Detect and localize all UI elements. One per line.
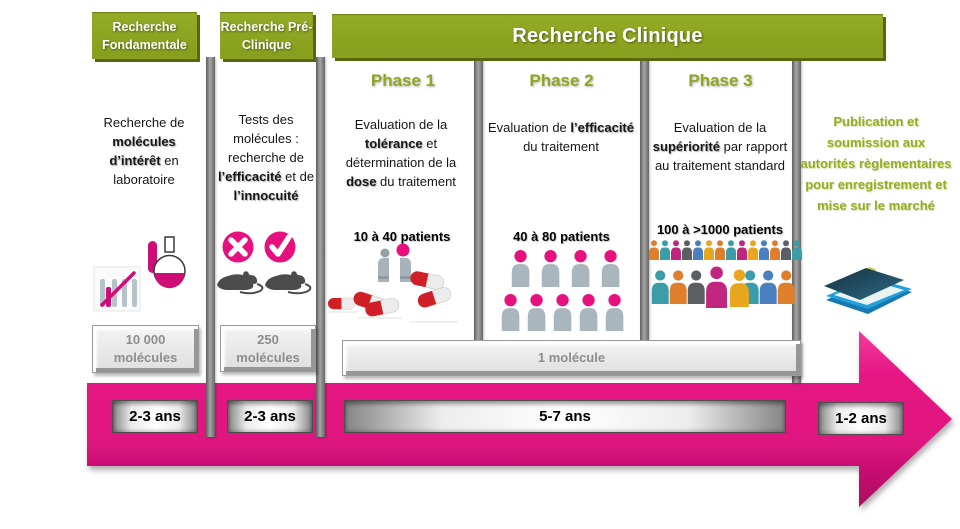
mouse-icon	[264, 270, 312, 295]
fondamentale-description: Recherche de molécules d’intérêt en labo…	[103, 115, 185, 187]
duration-publication: 1-2 ans	[818, 402, 904, 435]
duration-clinique: 5-7 ans	[344, 400, 786, 433]
molecule-count-fondamentale: 10 000 molécules	[92, 325, 199, 373]
flask-icon	[148, 236, 186, 289]
divider-4	[640, 57, 649, 340]
patients-group-icon	[501, 250, 624, 331]
header-recherche-fondamentale: Recherche Fondamentale	[92, 12, 197, 59]
patient-consultation-icon	[378, 243, 411, 282]
duration-preclinique: 2-3 ans	[227, 400, 313, 433]
mouse-icon	[216, 270, 264, 295]
preclinical-mice-icons	[216, 231, 312, 295]
phase-1-label: Phase 1	[370, 71, 436, 90]
divider-2	[316, 57, 325, 437]
divider-3	[474, 57, 483, 340]
divider-5	[792, 57, 801, 383]
molecule-count-clinique: 1 molécule	[342, 340, 801, 376]
header-recherche-clinique: Recherche Clinique	[332, 14, 883, 58]
header-recherche-preclinique: Recherche Pré-Clinique	[220, 12, 313, 59]
phase-2-description: Evaluation de l’efficacité du traitement	[488, 120, 634, 154]
patients-crowd-icon	[649, 240, 802, 308]
phase-1-description: Evaluation de la tolérance et déterminat…	[345, 117, 457, 189]
phase-3-description: Evaluation de la supériorité par rapport…	[652, 120, 788, 173]
pill-capsule-icon	[408, 269, 446, 292]
divider-1	[206, 57, 215, 437]
books-stack-icon	[824, 267, 912, 314]
pill-capsule-icon	[328, 297, 356, 310]
molecule-count-preclinique: 250 molécules	[220, 325, 316, 372]
check-circle-icon	[264, 231, 296, 263]
phase-2-label: Phase 2	[529, 71, 594, 90]
test-tubes-flask-icon	[93, 236, 186, 312]
phase-1-patients-count: 10 à 40 patients	[353, 229, 451, 244]
phase-2-patients-count: 40 à 80 patients	[513, 229, 610, 244]
phase-1-icons	[328, 243, 458, 323]
phase-3-label: Phase 3	[688, 71, 753, 90]
phase-3-patients-count: 100 à >1000 patients	[656, 222, 784, 237]
cross-circle-icon	[222, 231, 254, 263]
duration-fondamentale: 2-3 ans	[112, 400, 198, 433]
preclinique-description: Tests des molécules : recherche de l’eff…	[217, 112, 315, 203]
publication-text: Publication et soumission aux autorités …	[800, 114, 952, 213]
